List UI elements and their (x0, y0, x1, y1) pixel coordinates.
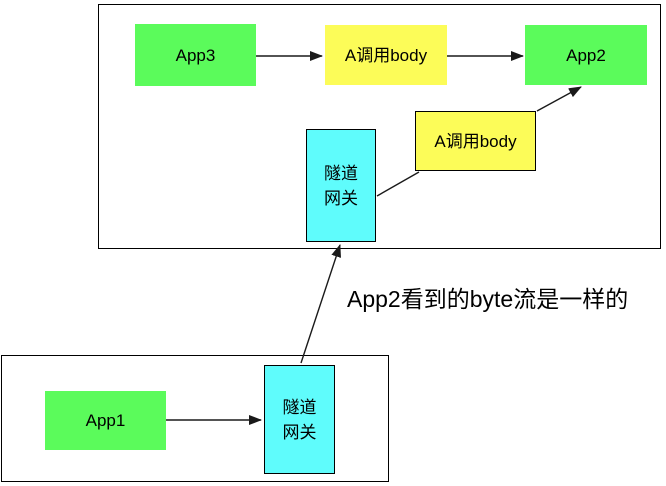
tunnel-gateway-lower-label: 隧道 网关 (282, 397, 317, 442)
tunnel-gateway-lower-node: 隧道 网关 (264, 365, 335, 474)
app3-label: App3 (175, 45, 216, 65)
app1-node: App1 (45, 391, 166, 450)
app2-node: App2 (525, 25, 647, 85)
top-boundary-box (98, 4, 661, 249)
annotation-text: App2看到的byte流是一样的 (347, 286, 629, 312)
app1-label: App1 (85, 411, 126, 430)
call-body-mid-label: A调用body (434, 131, 517, 151)
app2-label: App2 (566, 45, 606, 65)
tunnel-gateway-upper-label: 隧道 网关 (324, 163, 358, 208)
arrow-gateway-lower-to-gateway-upper (300, 244, 341, 364)
call-body-mid-node: A调用body (415, 111, 536, 171)
call-body-top-label: A调用body (344, 45, 428, 65)
bottom-boundary-box (1, 355, 389, 482)
call-body-top-node: A调用body (325, 25, 447, 85)
app3-node: App3 (135, 24, 256, 86)
tunnel-gateway-upper-node: 隧道 网关 (306, 129, 376, 242)
